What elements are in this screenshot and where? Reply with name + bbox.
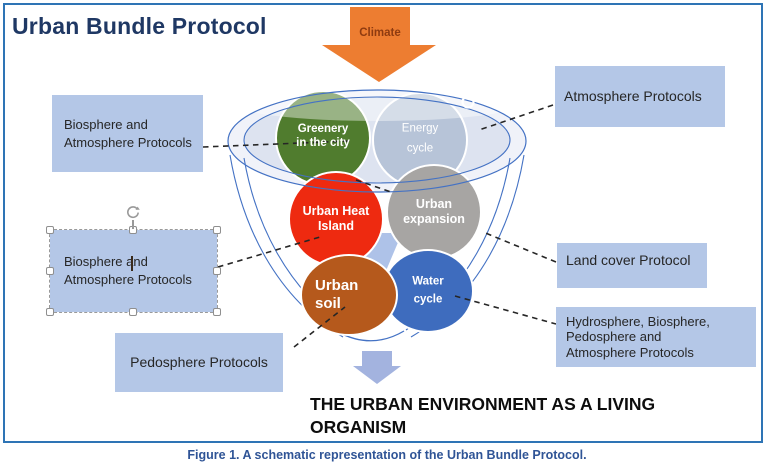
connector-biosphere-selected [217, 236, 321, 268]
output-arrow-icon[interactable] [353, 351, 401, 384]
connector-atmosphere [478, 104, 554, 131]
resize-handle-s[interactable] [129, 308, 137, 316]
connector-pedosphere [293, 306, 346, 348]
climate-arrow-label: Climate [359, 27, 401, 39]
connector-dash-center [355, 179, 392, 193]
resize-handle-w[interactable] [46, 267, 54, 275]
rim-highlight [235, 87, 519, 121]
text-cursor [131, 256, 133, 271]
label-urban-heat-island: Urban Heat Island [302, 204, 370, 233]
resize-handle-ne[interactable] [213, 226, 221, 234]
funnel-inner-rim [243, 96, 511, 184]
callout-atmosphere[interactable]: Atmosphere Protocols [555, 66, 725, 127]
rotate-handle-icon[interactable] [125, 204, 141, 220]
resize-handle-nw[interactable] [46, 226, 54, 234]
label-water-cycle: Water cycle [412, 275, 444, 306]
resize-handle-se[interactable] [213, 308, 221, 316]
callout-hydrosphere[interactable]: Hydrosphere, Biosphere, Pedosphere and A… [556, 307, 756, 367]
funnel-outer-rim [227, 89, 527, 193]
callout-biosphere-atmosphere-selected[interactable]: Biosphere and Atmosphere Protocols [50, 230, 217, 312]
callout-biosphere-atmosphere-top[interactable]: Biosphere and Atmosphere Protocols [52, 95, 203, 172]
resize-handle-e[interactable] [213, 267, 221, 275]
resize-handle-sw[interactable] [46, 308, 54, 316]
bottom-statement[interactable]: THE URBAN ENVIRONMENT AS A LIVING ORGANI… [310, 394, 656, 437]
circle-urban-soil[interactable] [300, 254, 398, 336]
figure-caption: Figure 1. A schematic representation of … [187, 448, 587, 462]
climate-arrow-icon[interactable] [322, 7, 436, 82]
label-urban-expansion: Urban expansion [403, 197, 465, 226]
connector-biosphere-top [202, 140, 351, 148]
callout-pedosphere[interactable]: Pedosphere Protocols [115, 333, 283, 392]
rotate-handle-stem [132, 220, 134, 229]
callout-land-cover[interactable]: Land cover Protocol [557, 243, 707, 288]
label-greenery-in-the-city: Greenery in the city [296, 123, 350, 149]
page-title[interactable]: Urban Bundle Protocol [12, 13, 267, 39]
connector-hydrosphere [454, 295, 557, 325]
figure-frame [3, 3, 763, 443]
label-urban-soil: Urban soil [315, 277, 359, 312]
label-energy-cycle: Energy cycle [401, 122, 439, 154]
selection-outline [49, 229, 218, 313]
rim-ring-icon [461, 95, 475, 109]
connector-land-cover [482, 231, 557, 263]
